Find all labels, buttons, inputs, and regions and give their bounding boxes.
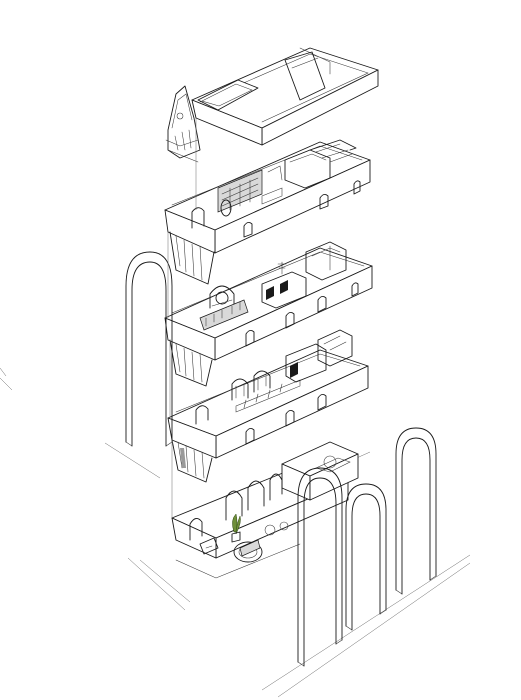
- ground-level: [171, 441, 359, 579]
- ground-guide-lines: [0, 367, 471, 698]
- arch-left: [125, 251, 173, 447]
- arch-front-2: [345, 483, 387, 631]
- level-1: [167, 329, 369, 483]
- roof-level: [165, 47, 379, 163]
- arch-front-1: [297, 467, 343, 667]
- level-2: [164, 241, 373, 387]
- level-3: [164, 139, 371, 285]
- arch-front-3: [395, 427, 437, 595]
- explosion-guides: [167, 118, 197, 518]
